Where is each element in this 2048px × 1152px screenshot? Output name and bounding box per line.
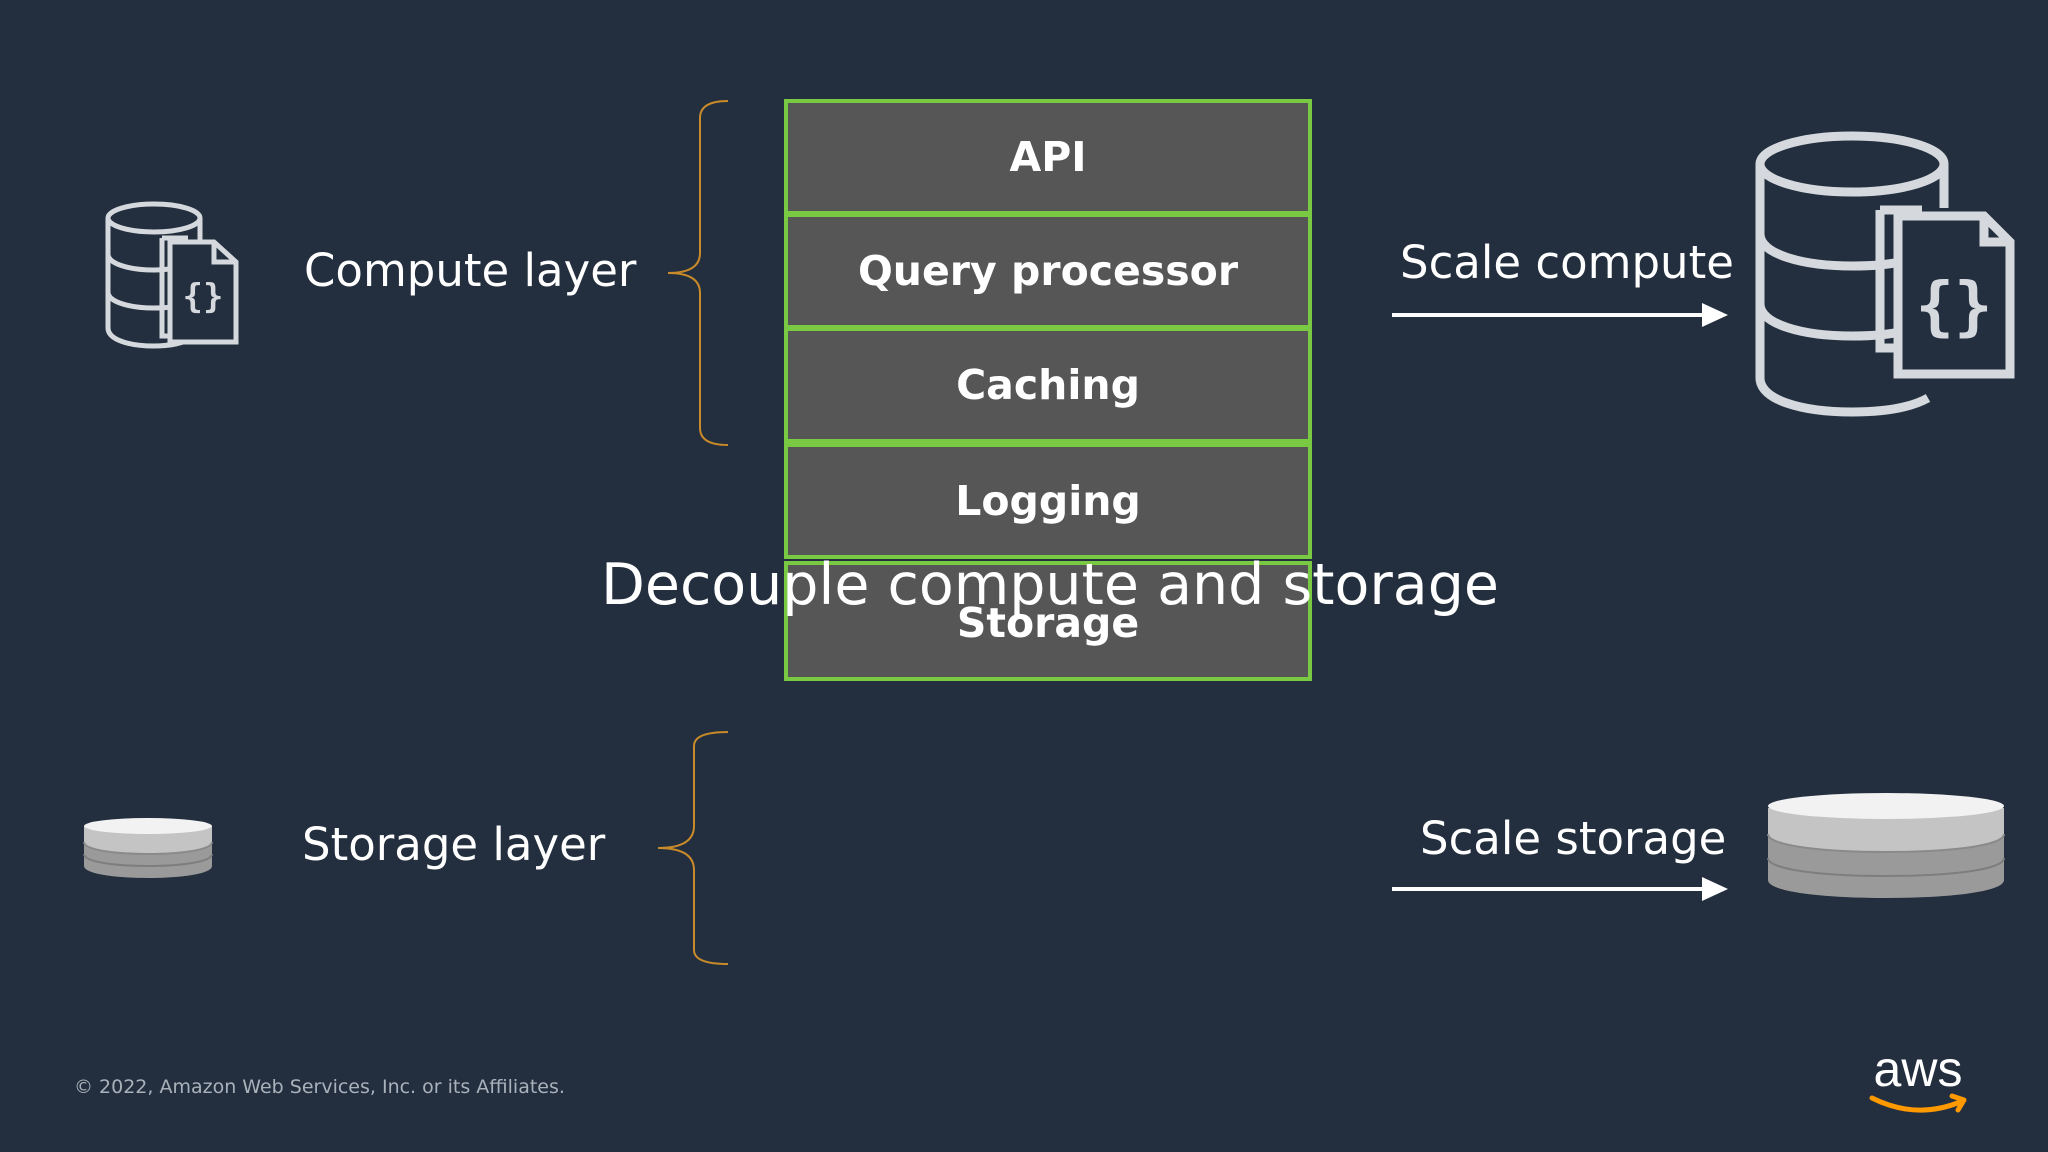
arrow-right-icon [1392,303,1728,327]
scale-storage-label: Scale storage [1420,812,1727,865]
database-document-icon: {} [1755,131,2015,417]
aws-logo: aws [1869,1044,1967,1113]
svg-text:{}: {} [1915,270,1992,344]
arrow-right-icon [1392,877,1728,901]
database-document-icon: {} [105,201,239,349]
storage-bracket [657,731,729,965]
stack-api: API [784,99,1312,215]
compute-layer-label: Compute layer [304,244,637,297]
storage-disk-icon [1767,793,2005,898]
storage-disk-icon [83,818,213,878]
svg-text:{}: {} [183,277,224,317]
stack-logging: Logging [784,443,1312,559]
storage-layer-label: Storage layer [302,818,606,871]
copyright-text: © 2022, Amazon Web Services, Inc. or its… [74,1076,565,1098]
stack-query-processor: Query processor [784,213,1312,329]
stack-caching: Caching [784,327,1312,443]
stack-storage: Storage [784,561,1312,681]
compute-bracket [667,100,729,446]
scale-compute-label: Scale compute [1400,236,1734,289]
svg-text:aws: aws [1874,1044,1963,1097]
